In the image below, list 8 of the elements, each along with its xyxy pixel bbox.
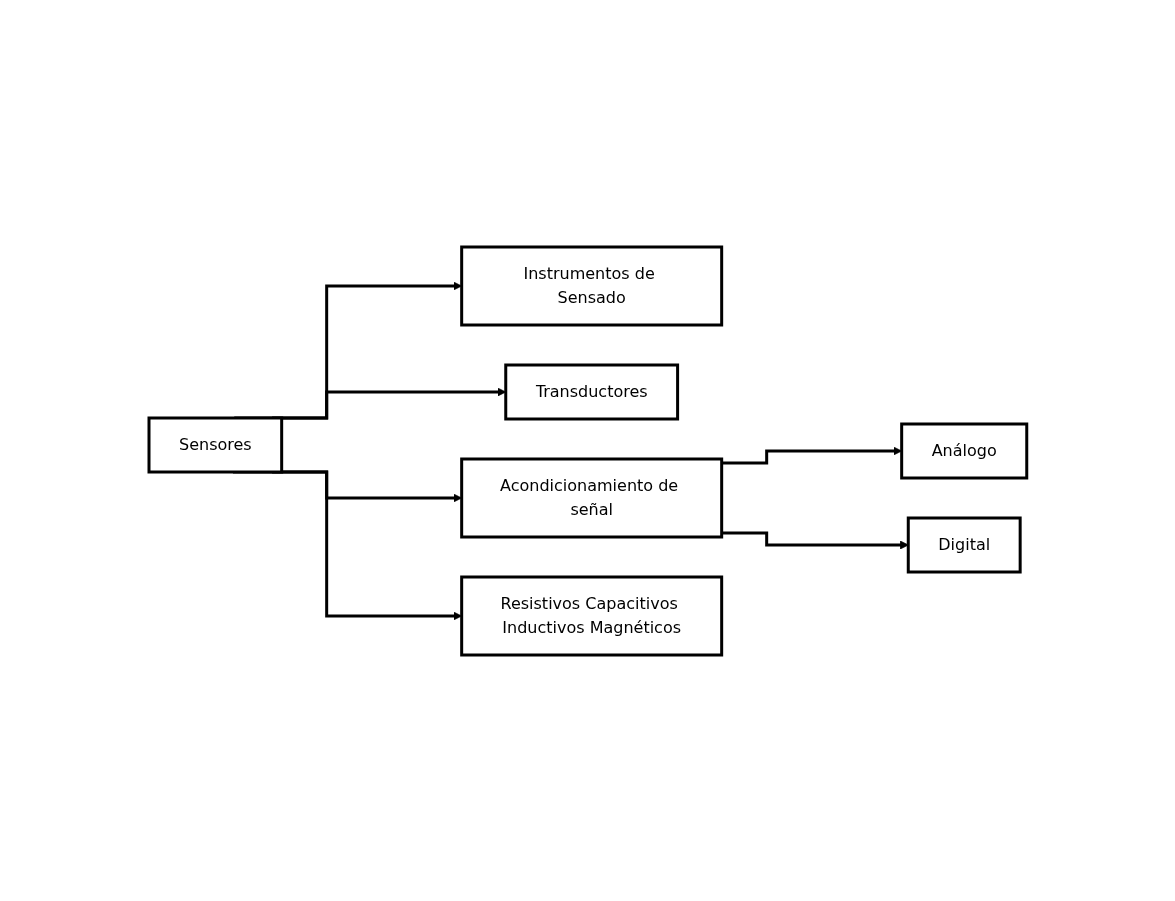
node-box: Acondicionamiento de señal — [459, 457, 723, 538]
node-box: Análogo — [899, 422, 1028, 479]
node-box: Digital — [906, 516, 1022, 573]
node-box: Transductores — [503, 363, 679, 420]
arrow — [721, 446, 902, 465]
node-box: Instrumentos de Sensado — [459, 245, 723, 326]
node-box: Sensores — [147, 416, 283, 473]
node-box: Resistivos Capacitivos Inductivos Magnéticos — [459, 575, 723, 656]
